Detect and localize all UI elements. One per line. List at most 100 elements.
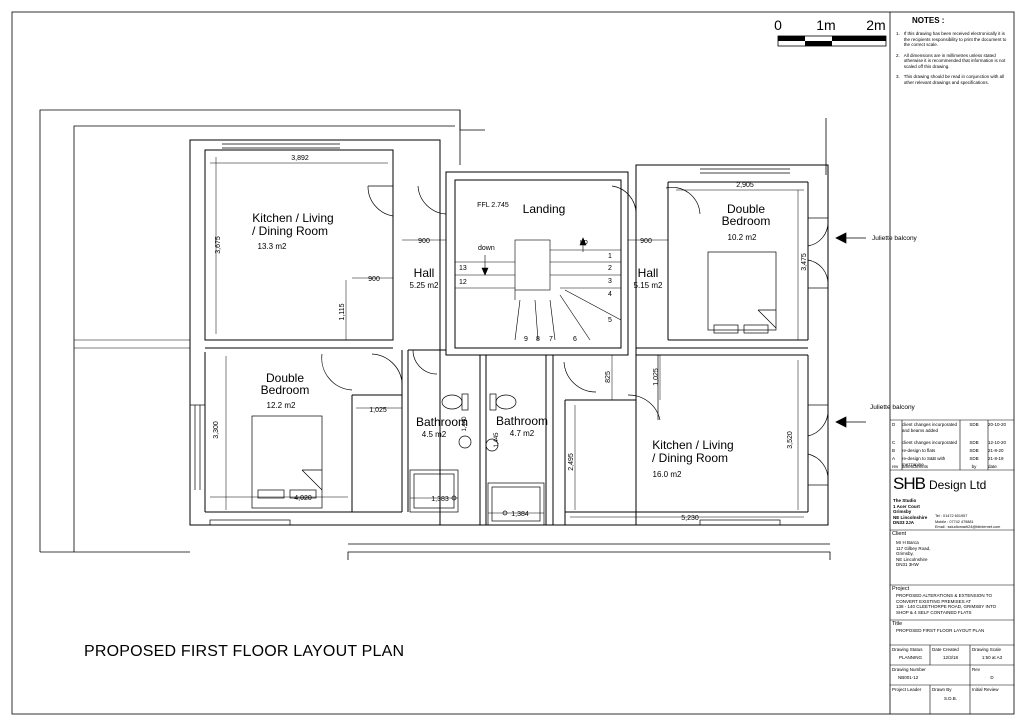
plan-title: PROPOSED FIRST FLOOR LAYOUT PLAN [84, 643, 405, 660]
note-num-3: 3. [896, 74, 900, 79]
company-logo-mark: SHB [893, 474, 926, 493]
stair-numbers: 1 2 3 4 5 6 7 8 9 12 13 down up [459, 239, 612, 343]
revision-rev: D [892, 422, 896, 427]
title-label: Title [892, 621, 903, 627]
contact-line: Email : sstudiomarti24@btinternet.com [935, 525, 1001, 529]
beds [251, 251, 777, 509]
revision-header-row: rev amendments by date [892, 464, 1014, 472]
dim-3520: 3,520 [787, 431, 794, 449]
room-bathroom-left-name: Bathroom [416, 415, 468, 429]
revision-header-desc: amendments [902, 464, 929, 469]
stair-step-7: 7 [549, 336, 553, 343]
address-line: DN33 2JA [893, 520, 915, 525]
dim-1383: 1,383 [431, 496, 449, 503]
revision-date: 12-10-20 [988, 440, 1007, 445]
title-block-lines [890, 419, 1014, 714]
revision-by: SDB [969, 448, 979, 453]
drawing-number-value: NB001-12 [898, 674, 919, 680]
drawing-status-value: PLANNING [898, 654, 922, 660]
dim-1445: 1,445 [494, 432, 500, 448]
drawing-status-cell: Drawing Status PLANNING [892, 647, 929, 660]
drawing-scale-value: 1:50 at A3 [981, 654, 1003, 660]
contact-line: Mobile : 07742 479881 [935, 519, 974, 524]
stair-step-12: 12 [459, 279, 467, 286]
drawing-scale-cell: Drawing Scale 1:50 at A3 [972, 647, 1012, 660]
scale-label-0: 0 [774, 17, 782, 33]
dim-1115: 1,115 [339, 303, 346, 320]
room-hall-right-name: Hall [638, 266, 659, 280]
room-bedroom-right-area: 10.2 m2 [728, 233, 757, 242]
revision-by: SDB [969, 440, 979, 445]
company-block: SHB Design Ltd The Studio 1 Acer Court G… [893, 474, 1013, 531]
rev-label: Rev [972, 667, 981, 672]
room-bedroom-left-name1: Double [266, 371, 304, 385]
scale-bar: 0 1m 2m [774, 17, 887, 47]
address-line: NE Lincolnshire [893, 514, 928, 520]
room-landing-ffl: FFL 2.745 [477, 202, 509, 209]
scale-label-1m: 1m [816, 17, 835, 33]
dim-1384: 1,384 [511, 511, 529, 518]
revision-desc: client changes incorporated [902, 440, 958, 445]
stair-step-4: 4 [608, 291, 612, 298]
note-item-2: 2. All dimensions are in millimetres unl… [896, 53, 1012, 70]
windows [190, 139, 790, 526]
notes-panel: NOTES : 1. If this drawing has been rece… [896, 16, 1012, 85]
room-landing-name: Landing [523, 202, 566, 216]
dimension-labels: 3,892 2,905 3,675 900 900 900 1,115 3,47… [213, 155, 808, 522]
drawing-number-label: Drawing Number [892, 667, 926, 672]
title-value: PROPOSED FIRST FLOOR LAYOUT PLAN [896, 628, 985, 633]
revision-rev: A [892, 456, 896, 461]
address-line: The Studio [893, 498, 917, 503]
room-labels: Kitchen / Living / Dining Room 13.3 m2 L… [252, 202, 770, 479]
revision-row-b: B re-design to flats SDB 21-8-20 [892, 448, 1014, 456]
company-logo-name: Design Ltd [928, 478, 987, 492]
juliette-balcony-doors [807, 217, 866, 486]
revision-header-by: by [971, 464, 977, 469]
drawing-status-label: Drawing Status [892, 647, 923, 652]
room-hall-left-area: 5.25 m2 [410, 281, 439, 290]
project-line: 138 - 140 CLEETHORPE ROAD, GRIMSBY INTO [896, 604, 997, 609]
balcony-annotations: Juliette balcony Juliette balcony [870, 235, 918, 411]
stair-up-label: up [580, 239, 588, 246]
address-line: Grimsby [893, 509, 912, 514]
initial-review-label: Initial Review [972, 687, 999, 692]
revision-by: SDB [969, 422, 979, 427]
drawn-by-label: Drawn By [932, 687, 952, 692]
drawing-number-cell: Drawing Number NB001-12 [892, 667, 968, 680]
dim-825: 825 [605, 371, 612, 383]
client-line: DN31 3HW [896, 562, 919, 567]
dim-5230: 5,230 [681, 515, 699, 522]
dim-900-b: 900 [368, 276, 380, 283]
revision-by: SDB [969, 456, 979, 461]
project-label: Project [892, 586, 910, 592]
dim-3300: 3,300 [213, 421, 220, 439]
contact-line: Tel : 01472 601957 [935, 514, 968, 518]
dim-2495: 2,495 [568, 453, 575, 471]
project-leader-label: Project Leader [892, 687, 922, 692]
client-line: Grimsby, [896, 551, 914, 556]
dim-4020: 4,020 [294, 495, 312, 502]
revision-date: 21-8-20 [988, 448, 1004, 453]
address-line: 1 Acer Court [893, 503, 920, 509]
title-block: Title PROPOSED FIRST FLOOR LAYOUT PLAN [892, 621, 1012, 634]
date-created-cell: Date Created 12/3/18 [932, 647, 969, 660]
notes-heading: NOTES : [912, 16, 945, 25]
room-bathroom-right-area: 4.7 m2 [510, 429, 535, 438]
dim-2905: 2,905 [736, 182, 754, 189]
client-line: 117 Gilbey Road, [896, 545, 931, 551]
revision-date: 21-8-19 [988, 456, 1004, 461]
room-kitchen-left-area: 13.3 m2 [258, 242, 287, 251]
stair-step-1: 1 [608, 253, 612, 260]
revision-date: 20-10-20 [988, 422, 1007, 427]
door-swings [321, 185, 701, 421]
revision-header-rev: rev [892, 464, 899, 469]
project-block: Project PROPOSED ALTERATIONS & EXTENSION… [892, 586, 1012, 615]
dim-3475: 3,475 [801, 253, 808, 271]
dim-1025-b: 1,025 [653, 368, 660, 386]
stair-down-label: down [478, 245, 495, 252]
room-bathroom-left-area: 4.5 m2 [422, 430, 447, 439]
revision-row-d: D client changes incorporated and beams … [892, 422, 1014, 440]
bathroom-fittings [409, 393, 545, 526]
stair-step-5: 5 [608, 317, 612, 324]
